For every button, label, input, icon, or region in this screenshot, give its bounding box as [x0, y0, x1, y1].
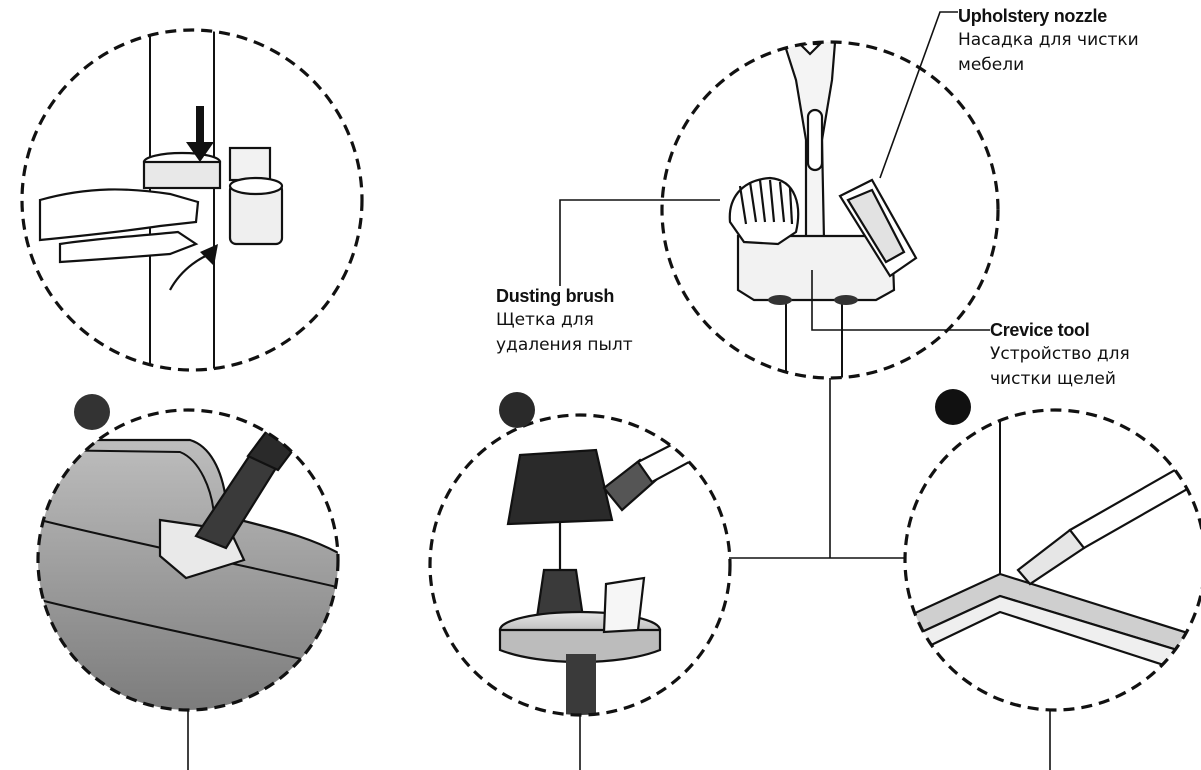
- sofa-illustration: [38, 410, 338, 710]
- dusting-brush-ru-line1: Щетка для: [496, 310, 594, 330]
- corner-circle: [903, 408, 1201, 712]
- step-marker-1: [74, 394, 110, 430]
- holder-with-tools-circle: [660, 40, 1000, 380]
- crevice-tool-label: Crevice tool Устройство для чистки щелей: [990, 318, 1130, 392]
- upholstery-nozzle-label: Upholstery nozzle Насадка для чистки меб…: [958, 4, 1139, 78]
- dusting-brush-ru-line2: удаления пылт: [496, 335, 633, 355]
- step-marker-3: [935, 389, 971, 425]
- corner-illustration: [905, 410, 1201, 682]
- holder-attach-illustration: [38, 30, 284, 370]
- upholstery-leader: [879, 11, 958, 179]
- upholstery-nozzle-ru-line1: Насадка для чистки: [958, 30, 1139, 50]
- crevice-leader: [811, 270, 990, 331]
- dusting-leader: [559, 199, 720, 286]
- holder-attach-circle: [20, 28, 364, 372]
- holder-with-tools-illustration: [728, 42, 918, 378]
- upholstery-nozzle-ru-line2: мебели: [958, 55, 1025, 75]
- crevice-tool-ru-line1: Устройство для: [990, 344, 1130, 364]
- crevice-tool-ru-line2: чистки щелей: [990, 369, 1116, 389]
- dusting-brush-en: Dusting brush: [496, 286, 615, 306]
- upholstery-nozzle-en: Upholstery nozzle: [958, 6, 1107, 26]
- dusting-brush-label: Dusting brush Щетка для удаления пылт: [496, 284, 633, 358]
- crevice-tool-en: Crevice tool: [990, 320, 1090, 340]
- connector-lines: [187, 378, 1051, 770]
- step-marker-2: [499, 392, 535, 428]
